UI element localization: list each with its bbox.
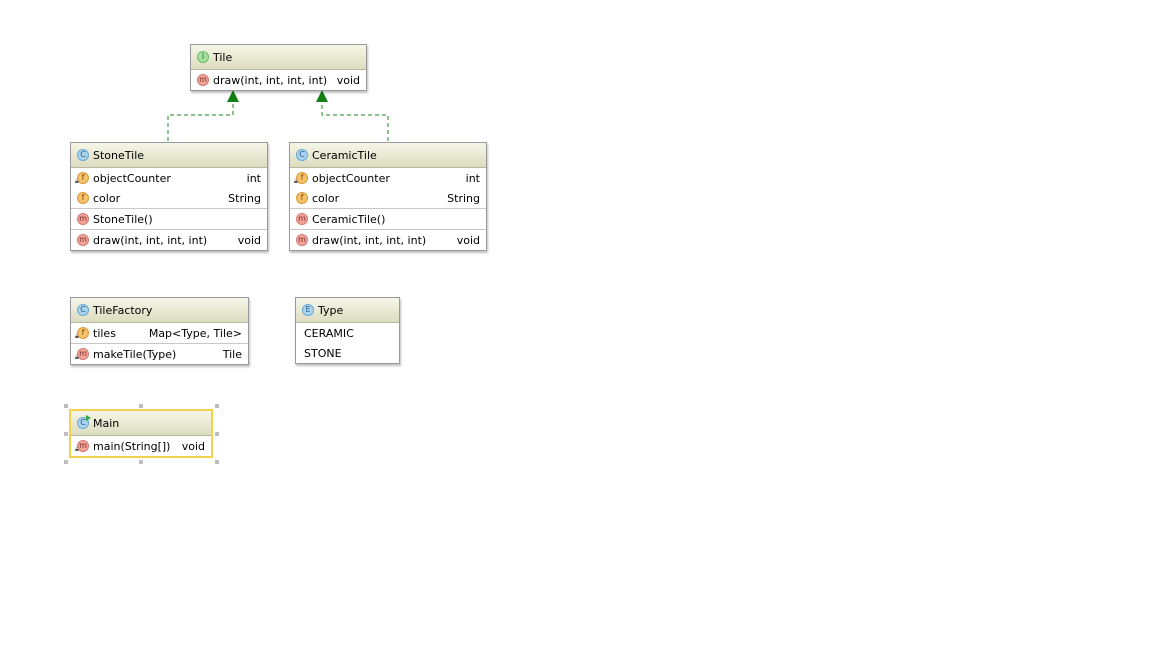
method-return-type: void [336,73,360,87]
interface-icon: I [197,51,209,63]
stonetile-implements-tile-edge[interactable] [167,100,234,141]
method-icon: m [77,234,89,246]
resize-handle-ne[interactable] [215,404,219,408]
runnable-class-icon: C [77,415,91,429]
field-row[interactable]: f color String [290,188,486,208]
run-marker-icon [86,415,91,421]
resize-handle-w[interactable] [64,432,68,436]
type-header: E Type [296,298,399,323]
method-return-type: void [456,233,480,247]
tile-header: I Tile [191,45,366,70]
constructor-row[interactable]: m StoneTile() [71,208,267,229]
class-icon: C [77,149,89,161]
field-type: Map<Type, Tile> [148,326,242,340]
method-label: draw(int, int, int, int) [93,233,208,247]
method-icon: m🔒︎ [75,348,89,361]
method-icon: m [296,234,308,246]
method-return-type: void [181,439,205,453]
constructor-row[interactable]: m CeramicTile() [290,208,486,229]
ceramictile-implements-arrowhead [316,90,328,102]
field-icon: f [296,192,308,204]
field-label: tiles [93,326,116,340]
ceramictile-name: CeramicTile [312,148,377,162]
field-icon: f🔒︎ [75,327,89,340]
resize-handle-n[interactable] [139,404,143,408]
field-label: color [312,191,340,205]
static-lock-icon: 🔒︎ [294,177,298,185]
constructor-label: CeramicTile() [312,212,386,226]
field-label: objectCounter [312,171,390,185]
type-enum-node[interactable]: E Type CERAMIC STONE [295,297,400,364]
field-icon: f🔒︎ [75,172,89,185]
field-type: int [246,171,261,185]
method-label: main(String[]) [93,439,171,453]
field-type: int [465,171,480,185]
field-icon: f [77,192,89,204]
method-icon: m [296,213,308,225]
resize-handle-s[interactable] [139,460,143,464]
method-label: draw(int, int, int, int) [213,73,328,87]
stonetile-name: StoneTile [93,148,145,162]
resize-handle-sw[interactable] [64,460,68,464]
method-row[interactable]: m draw(int, int, int, int) void [71,229,267,250]
method-row[interactable]: m🔒︎ makeTile(Type) Tile [71,343,248,364]
tile-interface-node[interactable]: I Tile m draw(int, int, int, int) void [190,44,367,91]
field-label: color [93,191,121,205]
field-row[interactable]: f🔒︎ tiles Map<Type, Tile> [71,323,248,343]
method-return-type: Tile [222,347,242,361]
field-icon: f🔒︎ [294,172,308,185]
stonetile-implements-arrowhead [227,90,239,102]
ceramictile-class-node[interactable]: C CeramicTile f🔒︎ objectCounter int f co… [289,142,487,251]
enum-icon: E [302,304,314,316]
resize-handle-nw[interactable] [64,404,68,408]
method-label: makeTile(Type) [93,347,177,361]
static-lock-icon: 🔒︎ [75,177,79,185]
method-row[interactable]: m draw(int, int, int, int) void [290,229,486,250]
method-icon: m [77,213,89,225]
field-label: objectCounter [93,171,171,185]
method-label: draw(int, int, int, int) [312,233,427,247]
field-row[interactable]: f🔒︎ objectCounter int [71,168,267,188]
static-lock-icon: 🔒︎ [75,353,79,361]
static-lock-icon: 🔒︎ [75,445,79,453]
resize-handle-se[interactable] [215,460,219,464]
method-icon: m [197,74,209,86]
field-row[interactable]: f🔒︎ objectCounter int [290,168,486,188]
main-name: Main [93,416,120,430]
tile-name: Tile [213,50,233,64]
type-name: Type [318,303,344,317]
stonetile-header: C StoneTile [71,143,267,168]
ceramictile-header: C CeramicTile [290,143,486,168]
field-type: String [447,191,480,205]
enum-constant: STONE [304,346,342,360]
method-icon: m🔒︎ [75,440,89,453]
constructor-label: StoneTile() [93,212,153,226]
method-row[interactable]: m🔒︎ main(String[]) void [71,436,211,456]
tilefactory-class-node[interactable]: C TileFactory f🔒︎ tiles Map<Type, Tile> … [70,297,249,365]
ceramictile-implements-tile-edge[interactable] [321,100,389,141]
static-lock-icon: 🔒︎ [75,332,79,340]
stonetile-class-node[interactable]: C StoneTile f🔒︎ objectCounter int f colo… [70,142,268,251]
enum-constant-row[interactable]: CERAMIC [296,323,399,343]
class-icon: C [77,304,89,316]
main-header: C Main [71,411,211,436]
enum-constant-row[interactable]: STONE [296,343,399,363]
tile-method-row[interactable]: m draw(int, int, int, int) void [191,70,366,90]
main-class-node[interactable]: C Main m🔒︎ main(String[]) void [69,409,213,458]
resize-handle-e[interactable] [215,432,219,436]
tilefactory-header: C TileFactory [71,298,248,323]
enum-constant: CERAMIC [304,326,354,340]
tilefactory-name: TileFactory [93,303,153,317]
class-icon: C [296,149,308,161]
field-row[interactable]: f color String [71,188,267,208]
field-type: String [228,191,261,205]
method-return-type: void [237,233,261,247]
